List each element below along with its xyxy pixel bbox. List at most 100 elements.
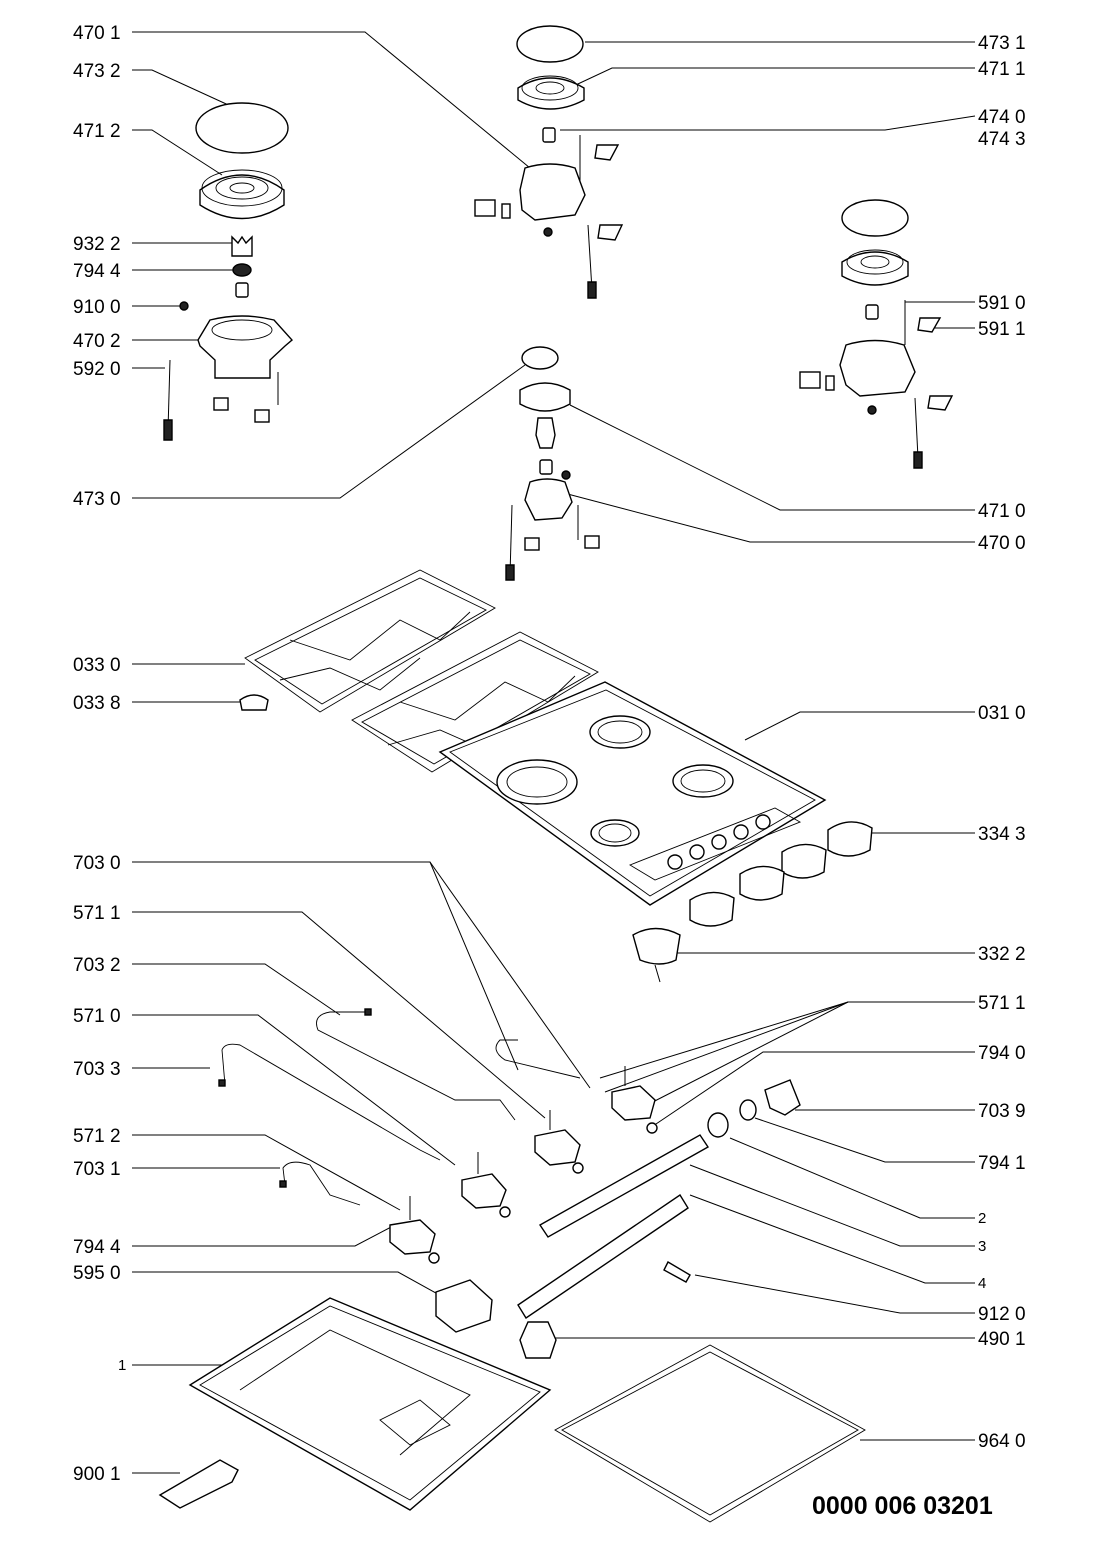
nozzle-794-4 [232,263,252,277]
drawing-code: 0000 006 03201 [812,1492,993,1520]
venturi [535,417,556,449]
part-490-1 [519,1321,557,1359]
callout-labels: 470 1 473 2 471 2 932 2 794 4 910 0 470 … [73,23,1026,1520]
thermocouple [913,451,923,469]
callout-471-2: 471 2 [73,121,121,142]
callout-471-1: 471 1 [978,59,1026,80]
callout-471-0: 471 0 [978,501,1026,522]
rubber-foot-033-8 [239,694,269,711]
seal-964-0 [554,1344,866,1523]
gas-inlet-parts [517,1079,801,1359]
callout-591-0: 591 0 [978,293,1026,314]
ignition-button-332-2 [632,927,681,965]
callout-591-1: 591 1 [978,319,1026,340]
callout-571-0: 571 0 [73,1006,121,1027]
bracket-900-1 [158,1459,239,1509]
callout-031-0: 031 0 [978,703,1026,724]
burner-cap [841,199,909,237]
burner-small-center [505,346,600,581]
pipe-703-1 [282,1161,361,1206]
clip-474-3 [594,144,620,161]
burner-right [799,199,954,469]
callout-033-0: 033 0 [73,655,121,676]
pipe-703-2 [316,1011,516,1121]
callout-703-1: 703 1 [73,1159,121,1180]
ignition-module-595-0 [435,1279,493,1333]
thermocouple-592-0 [163,419,173,441]
callout-794-4-bottom: 794 4 [73,1237,121,1258]
injector [539,459,553,475]
callout-912-0: 912 0 [978,1304,1026,1325]
clip [501,203,511,219]
burner-head-471-2 [199,174,285,220]
clip [584,535,600,549]
callout-4: 4 [978,1275,986,1292]
callout-703-3: 703 3 [73,1059,121,1080]
burner-cap-473-0 [521,346,559,370]
screw [543,227,553,237]
burner-large-left [163,102,294,441]
callout-595-0: 595 0 [73,1263,121,1284]
pan-support [351,631,599,773]
burner-head-471-0 [519,382,571,412]
screw [867,405,877,415]
callout-334-3: 334 3 [978,824,1026,845]
hob-top-031-0 [438,681,827,906]
gas-pipes [218,1008,581,1206]
callout-474-3: 474 3 [978,129,1026,150]
burner-top-middle [474,25,624,299]
burner-head-471-1 [517,77,585,110]
callout-1: 1 [118,1357,126,1374]
clip [474,199,496,217]
callout-474-0: 474 0 [978,107,1026,128]
callout-470-0: 470 0 [978,533,1026,554]
gas-taps-571 [389,1066,658,1264]
injector [235,282,249,298]
gas-rail-3 [538,1134,710,1238]
screw-912-0 [663,1261,691,1283]
callout-794-4-top: 794 4 [73,261,121,282]
clip [254,409,270,423]
clip [825,375,835,391]
callout-571-1-right: 571 1 [978,993,1026,1014]
callout-470-1: 470 1 [73,23,121,44]
burner-cap-473-2 [195,102,289,154]
callout-033-8: 033 8 [73,693,121,714]
callout-470-2: 470 2 [73,331,121,352]
callout-703-9: 703 9 [978,1101,1026,1122]
burner-body-470-0 [524,478,573,521]
clip [213,397,229,411]
callout-900-1: 900 1 [73,1464,121,1485]
callout-332-2: 332 2 [978,944,1026,965]
washer-794-1 [739,1099,757,1121]
callout-932-2: 932 2 [73,234,121,255]
burner-body [839,339,916,397]
screw-910-0 [179,301,189,311]
callout-910-0: 910 0 [73,297,121,318]
callout-490-1: 490 1 [978,1329,1026,1350]
clip [799,371,821,389]
tap-571-2 [389,1219,436,1255]
callout-473-0: 473 0 [73,489,121,510]
injector [865,304,879,320]
callout-473-1: 473 1 [978,33,1026,54]
callout-473-2: 473 2 [73,61,121,82]
callout-703-2: 703 2 [73,955,121,976]
screw [561,470,571,480]
clip-932-2 [231,235,253,257]
leader-lines [132,31,976,1474]
clip [927,395,954,411]
clip [597,224,624,241]
burner-body-470-1 [519,163,586,221]
thermocouple [587,281,597,299]
callout-2: 2 [978,1210,986,1227]
bottom-tray-1 [188,1297,552,1511]
pipe-703-0 [495,1039,581,1079]
pan-support-033-0 [244,569,496,713]
callout-703-0: 703 0 [73,853,121,874]
injector-474-0 [542,127,556,143]
callout-794-0: 794 0 [978,1043,1026,1064]
callout-571-2: 571 2 [73,1126,121,1147]
burner-cap-473-1 [516,25,584,63]
